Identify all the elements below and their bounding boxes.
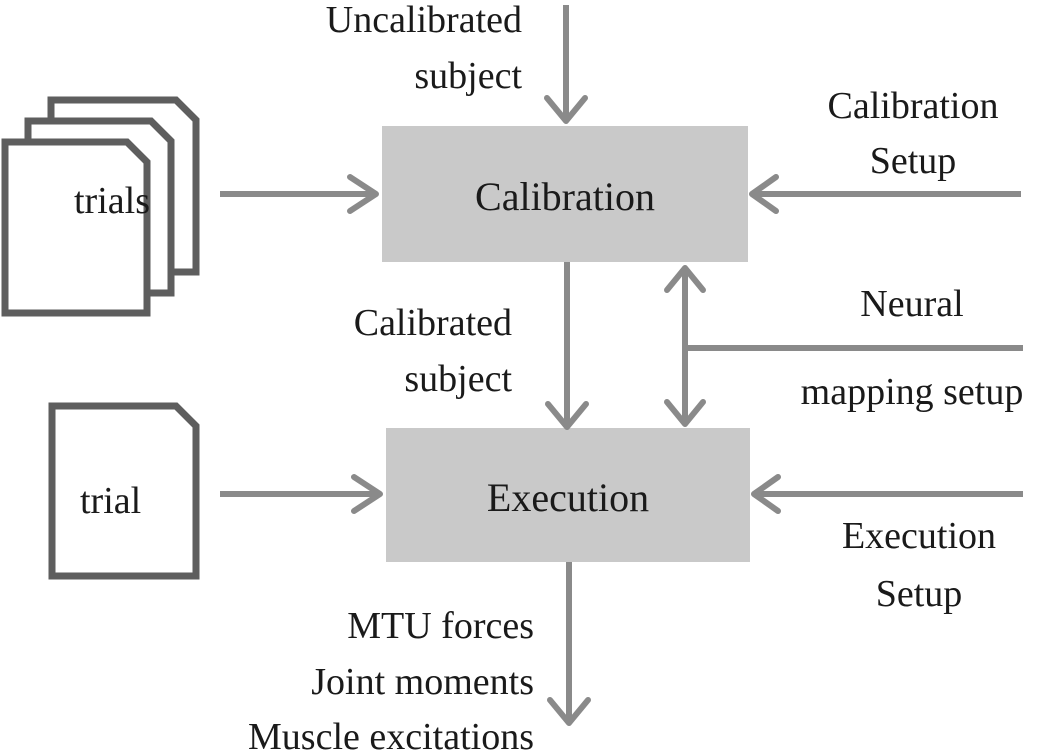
execution-setup-arrow <box>751 474 1023 514</box>
calibration-setup-label-line1: Calibration <box>828 85 999 127</box>
calibrated-subject-arrow <box>545 262 589 430</box>
trial-document-label: trial <box>80 480 141 522</box>
calibration-setup-arrow <box>749 174 1021 214</box>
output-label-joint-moments: Joint moments <box>311 661 534 703</box>
calibrated-subject-label-line1: Calibrated <box>354 302 512 344</box>
trial-to-execution-arrow <box>220 474 383 514</box>
calibration-setup-label-line2: Setup <box>870 140 957 182</box>
neural-mapping-setup-label-line1: Neural <box>860 283 963 325</box>
trial-document-outline <box>48 402 200 580</box>
uncalibrated-subject-label-line2: subject <box>414 55 522 97</box>
trial-document: trial <box>48 402 200 580</box>
neural-mapping-setup-label-line2: mapping setup <box>801 371 1024 413</box>
trials-document-stack: trials <box>1 96 200 317</box>
uncalibrated-subject-arrow <box>544 5 588 124</box>
execution-box <box>386 428 750 562</box>
calibration-box-label: Calibration <box>475 174 655 219</box>
calibrated-subject-label-line2: subject <box>404 358 512 400</box>
neural-mapping-setup-arrow <box>664 265 1023 427</box>
output-label-mtu-forces: MTU forces <box>347 605 534 647</box>
execution-box-label: Execution <box>487 475 649 520</box>
execution-setup-label-line2: Setup <box>876 573 963 615</box>
calibration-box <box>382 126 748 262</box>
output-label-muscle-excitations: Muscle excitations <box>248 716 534 753</box>
trials-document-label: trials <box>74 180 150 222</box>
trials-document-front <box>1 138 151 317</box>
execution-setup-label-line1: Execution <box>842 515 996 557</box>
trials-to-calibration-arrow <box>220 174 379 214</box>
outputs-arrow <box>547 562 591 726</box>
uncalibrated-subject-label-line1: Uncalibrated <box>326 0 522 41</box>
